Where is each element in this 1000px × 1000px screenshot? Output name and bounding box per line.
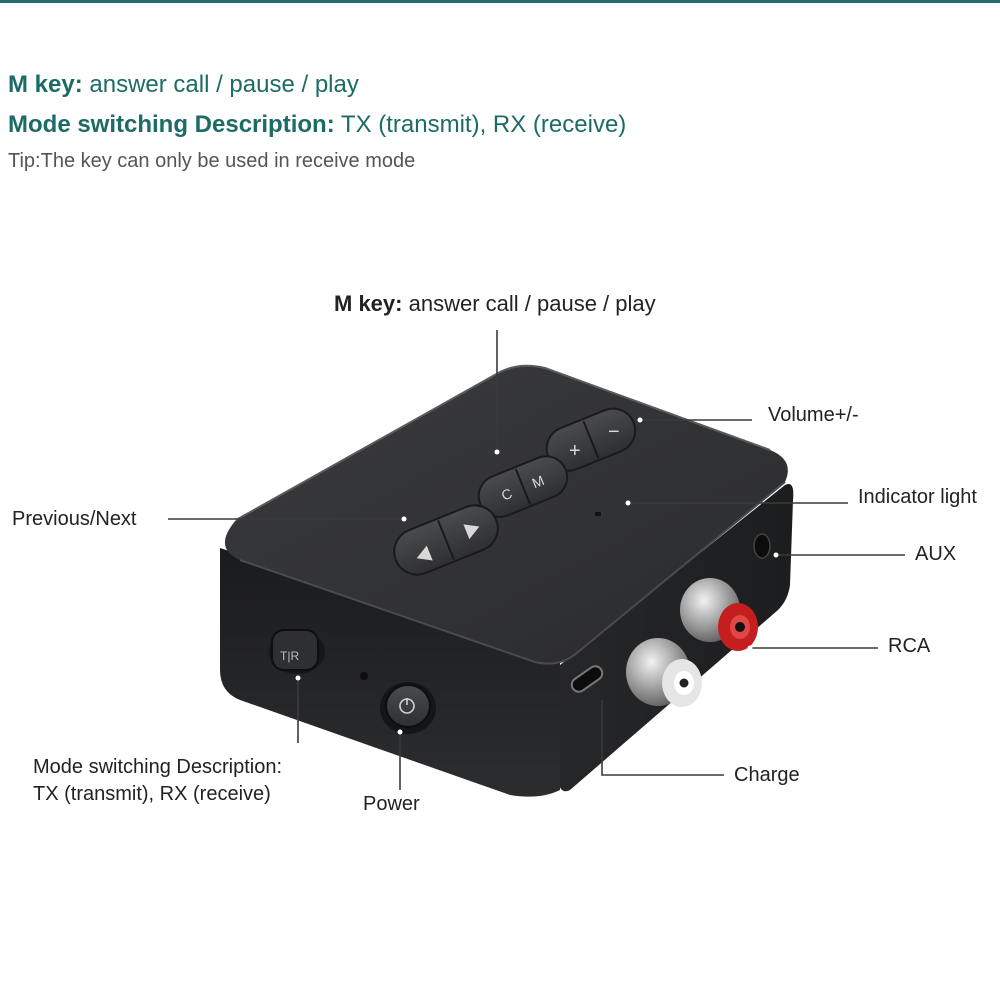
mode-switch: T|R (269, 629, 325, 674)
device-side-face (558, 484, 794, 792)
svg-text:M: M (530, 472, 547, 491)
header-m-key: M key: answer call / pause / play (8, 71, 359, 99)
charge-port (570, 665, 604, 693)
callout-m-key: M key: answer call / pause / play (334, 291, 656, 317)
header-mode-switching: Mode switching Description: TX (transmit… (8, 111, 626, 139)
power-button (380, 682, 436, 734)
callout-mode-desc: TX (transmit), RX (receive) (33, 783, 271, 805)
tip-text: Tip:The key can only be used in receive … (8, 150, 416, 172)
callout-rca: RCA (888, 635, 931, 657)
callout-m-key-label: M key: (334, 291, 403, 316)
device-front-face (220, 548, 560, 797)
header-m-key-desc: answer call / pause / play (89, 71, 359, 98)
power-led (360, 672, 368, 680)
aux-port (753, 533, 771, 559)
svg-text:T|R: T|R (280, 649, 299, 663)
indicator-light (595, 512, 601, 516)
callout-lines (168, 330, 905, 790)
rca-white-port (626, 638, 702, 707)
callout-dots (295, 417, 779, 735)
volume-minus-glyph: − (608, 421, 620, 443)
callout-m-key-desc: answer call / pause / play (408, 291, 656, 316)
header-m-key-label: M key: (8, 71, 83, 98)
prev-next-buttons (393, 504, 499, 576)
callout-aux: AUX (915, 543, 957, 565)
callout-indicator-light: Indicator light (858, 486, 977, 508)
volume-plus-glyph: + (569, 440, 581, 462)
m-button: C M (477, 455, 569, 518)
top-divider (0, 0, 1000, 3)
header-mode-label: Mode switching Description: (8, 111, 335, 138)
callout-power: Power (363, 793, 420, 815)
header-mode-desc: TX (transmit), RX (receive) (340, 111, 627, 138)
rca-red-port (680, 578, 758, 651)
callout-volume: Volume+/- (768, 404, 859, 426)
callout-charge: Charge (734, 764, 800, 786)
callout-mode-title: Mode switching Description: (33, 756, 282, 778)
callout-previous-next: Previous/Next (12, 508, 137, 530)
